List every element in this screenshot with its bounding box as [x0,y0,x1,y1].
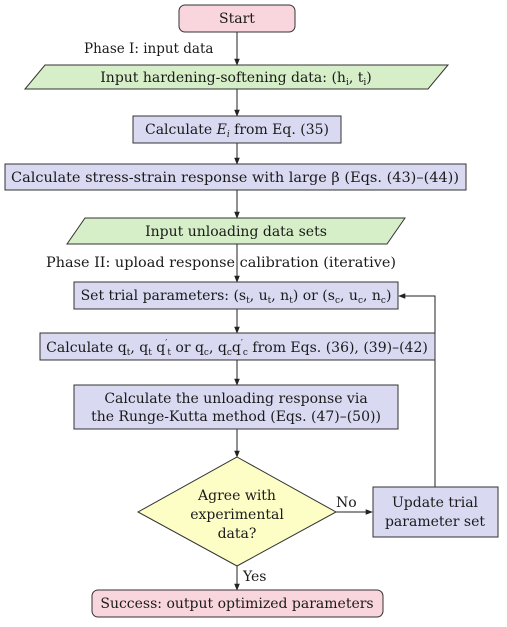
stress-strain-process [4,163,467,191]
calc-q-process [39,332,436,361]
unloading-response-process [73,384,399,430]
stress-strain-label: Calculate stress-strain response with la… [11,170,459,186]
agree-line1: Agree with [197,488,276,504]
agree-line2: experimental [190,507,284,523]
input-hardening-parallelogram [23,64,450,90]
agree-decision-diamond [136,456,338,567]
agree-line3: data? [218,526,257,542]
start-label: Start [219,11,255,27]
set-trial-process [73,281,399,310]
input-unloading-parallelogram [66,217,406,245]
edge-yes-label: Yes [242,569,267,585]
edge-no-label: No [336,495,357,511]
input-unloading-label: Input unloading data sets [145,224,327,240]
calc-q-label: Calculate qt, qt q′t or qc, qcq′c from E… [46,339,428,358]
success-terminal [91,589,384,618]
success-label: Success: output optimized parameters [100,596,373,612]
input-hardening-label: Input hardening-softening data: (hi, ti) [100,70,371,88]
set-trial-label: Set trial parameters: (st, ut, nt) or (s… [81,288,392,306]
calc-ei-label: Calculate Ei from Eq. (35) [145,122,329,140]
phase2-label: Phase II: upload response calibration (i… [46,255,396,271]
edge-update-loop-back [398,293,436,487]
update-trial-line1: Update trial [392,495,479,511]
calc-ei-process [132,115,342,144]
phase1-label: Phase I: input data [84,41,213,57]
update-trial-process [372,486,499,538]
unloading-response-line1: Calculate the unloading response via [104,391,367,407]
update-trial-line2: parameter set [385,514,485,530]
unloading-response-line2: the Runge-Kutta method (Eqs. (47)–(50)) [91,409,381,425]
start-terminal [178,4,296,33]
